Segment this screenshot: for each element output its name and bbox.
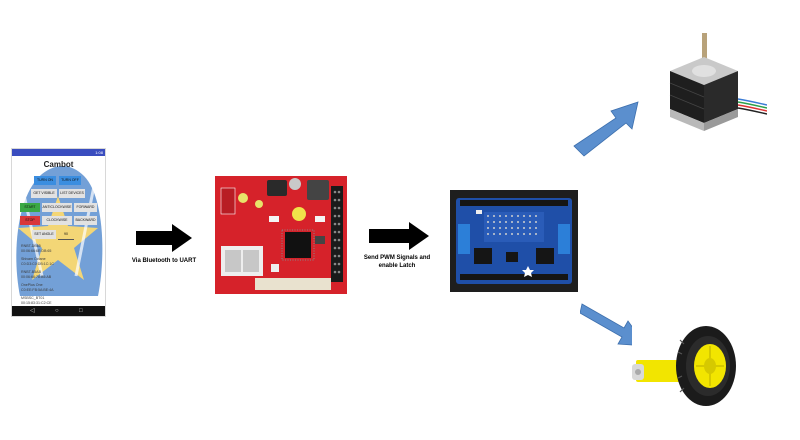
- device-address: 00:15:83:31:C2:CE: [21, 301, 52, 305]
- back-icon[interactable]: ◁: [30, 308, 35, 314]
- phone-screen: Cambot TURN ON TURN OFF GET VISIBLE LIST…: [12, 156, 105, 306]
- black-arrow-right-1: [136, 224, 192, 252]
- device-name[interactable]: RNBT-B5AB: [21, 270, 41, 274]
- set-angle-button[interactable]: SET ANGLE: [32, 230, 56, 239]
- android-phone-screenshot: 1:08 Cambot TURN ON TURN OFF GET VISIBLE…: [11, 148, 106, 317]
- turn-off-button[interactable]: TURN OFF: [59, 176, 81, 185]
- device-address: C0:EE:FB:5A:BE:4A: [21, 288, 54, 292]
- start-button[interactable]: START: [20, 203, 40, 212]
- arrow1-label: Via Bluetooth to UART: [131, 258, 197, 264]
- angle-input[interactable]: 90: [58, 230, 74, 240]
- get-visible-button[interactable]: GET VISIBLE: [31, 189, 57, 198]
- status-time: 1:08: [95, 150, 103, 155]
- home-icon[interactable]: ○: [55, 308, 59, 314]
- device-name[interactable]: OnePlus One: [21, 283, 43, 287]
- device-address: 00:06:66:6E:DB:65: [21, 249, 52, 253]
- motor-shield-image: [450, 190, 578, 292]
- anticlockwise-button[interactable]: ANTICLOCKWISE: [42, 203, 72, 212]
- stepper-motor-image: [660, 27, 767, 135]
- phone-status-bar: 1:08: [12, 149, 105, 156]
- arrow2-label: Send PWM Signals and enable Latch: [363, 255, 431, 269]
- stop-button[interactable]: STOP: [20, 216, 40, 225]
- black-arrow-right-2: [369, 222, 429, 250]
- device-name[interactable]: MSBSC_BT01: [21, 296, 45, 300]
- turn-on-button[interactable]: TURN ON: [34, 176, 56, 185]
- device-name[interactable]: RNBT-DB65: [21, 244, 41, 248]
- backward-button[interactable]: BACKWARD: [74, 216, 97, 225]
- phone-nav-bar: ◁ ○ □: [12, 306, 105, 316]
- dc-motor-wheel-image: [632, 320, 740, 410]
- blue-arrow-up-right: [573, 101, 639, 157]
- clockwise-button[interactable]: CLOCKWISE: [42, 216, 72, 225]
- device-address: C0:D3:C0:DB:1C:1C: [21, 262, 54, 266]
- device-address: 00:06:66:78:B5:AB: [21, 275, 52, 279]
- forward-button[interactable]: FORWARD: [74, 203, 97, 212]
- list-devices-button[interactable]: LIST DEVICES: [59, 189, 85, 198]
- device-name[interactable]: Shivam Octane: [21, 257, 46, 261]
- app-title: Cambot: [43, 160, 74, 169]
- microcontroller-board-image: [215, 176, 347, 294]
- recents-icon[interactable]: □: [79, 308, 83, 314]
